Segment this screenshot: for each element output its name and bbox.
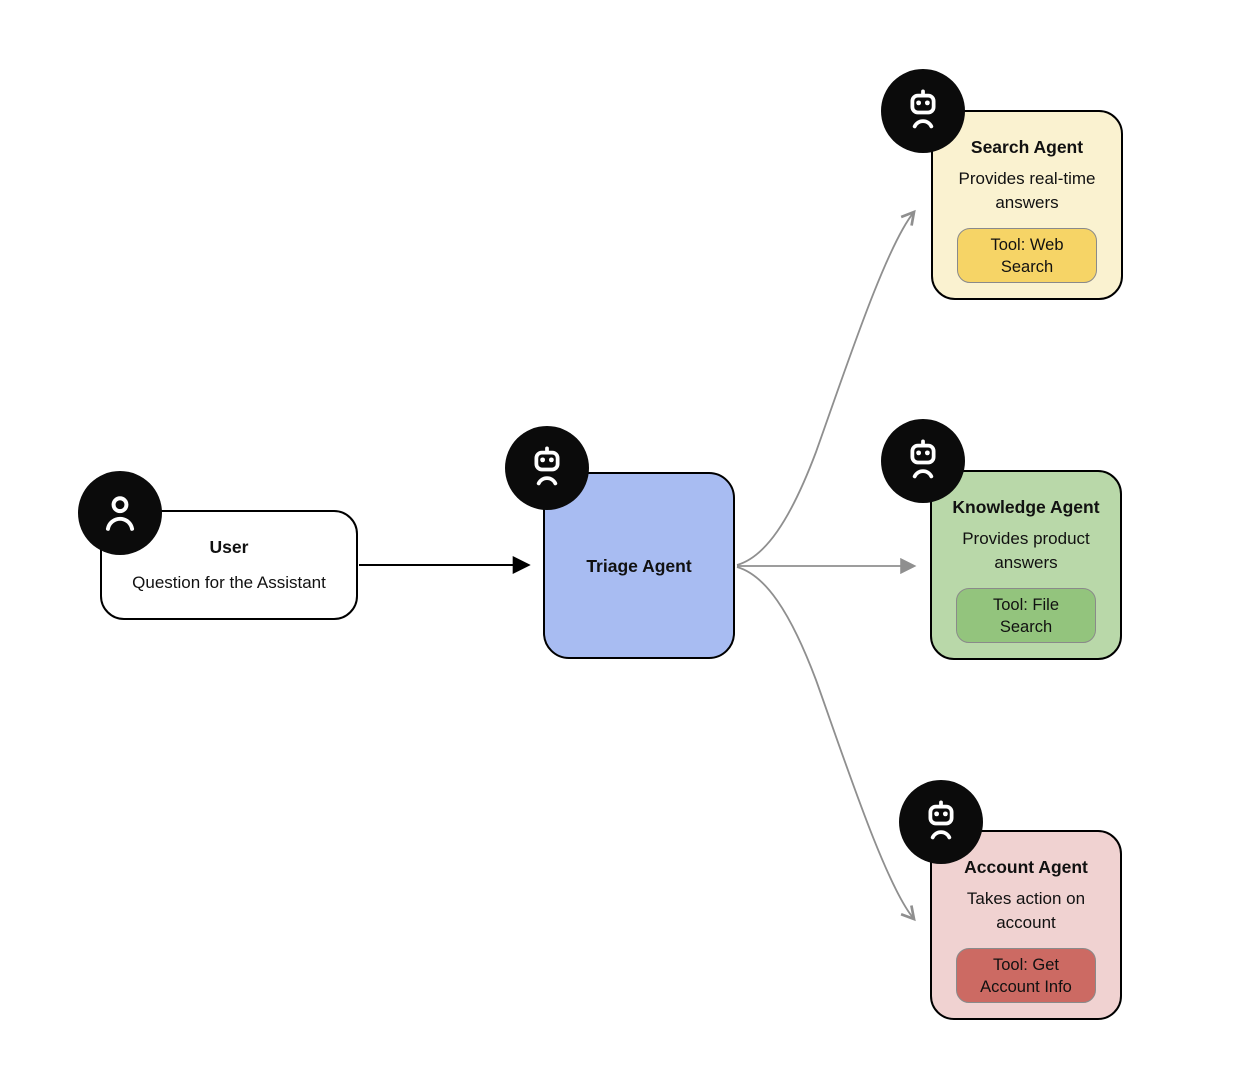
search-agent-tool-pill: Tool: Web Search — [957, 228, 1097, 283]
edge-triage-to-account — [736, 566, 916, 922]
robot-icon — [899, 780, 983, 864]
search-agent-description: Provides real-time answers — [958, 169, 1096, 212]
triage-title: Triage Agent — [586, 555, 692, 576]
node-search-agent: Search Agent Provides real-time answers … — [931, 110, 1123, 300]
node-account-agent: Account Agent Takes action on account To… — [930, 830, 1122, 1020]
account-agent-title: Account Agent — [964, 857, 1088, 877]
search-agent-title: Search Agent — [970, 137, 1084, 157]
robot-icon — [505, 426, 589, 510]
robot-icon — [881, 69, 965, 153]
knowledge-agent-description: Provides product answers — [962, 529, 1090, 572]
account-agent-description: Takes action on account — [966, 889, 1086, 932]
account-agent-tool-pill: Tool: Get Account Info — [956, 948, 1096, 1003]
person-icon — [78, 471, 162, 555]
knowledge-agent-title: Knowledge Agent — [952, 497, 1100, 517]
user-title: User — [209, 536, 249, 557]
user-subtitle: Question for the Assistant — [132, 572, 326, 592]
knowledge-agent-tool-pill: Tool: File Search — [956, 588, 1096, 643]
node-knowledge-agent: Knowledge Agent Provides product answers… — [930, 470, 1122, 660]
robot-icon — [881, 419, 965, 503]
edge-triage-to-search — [736, 209, 916, 566]
node-triage-agent: Triage Agent — [543, 472, 735, 659]
